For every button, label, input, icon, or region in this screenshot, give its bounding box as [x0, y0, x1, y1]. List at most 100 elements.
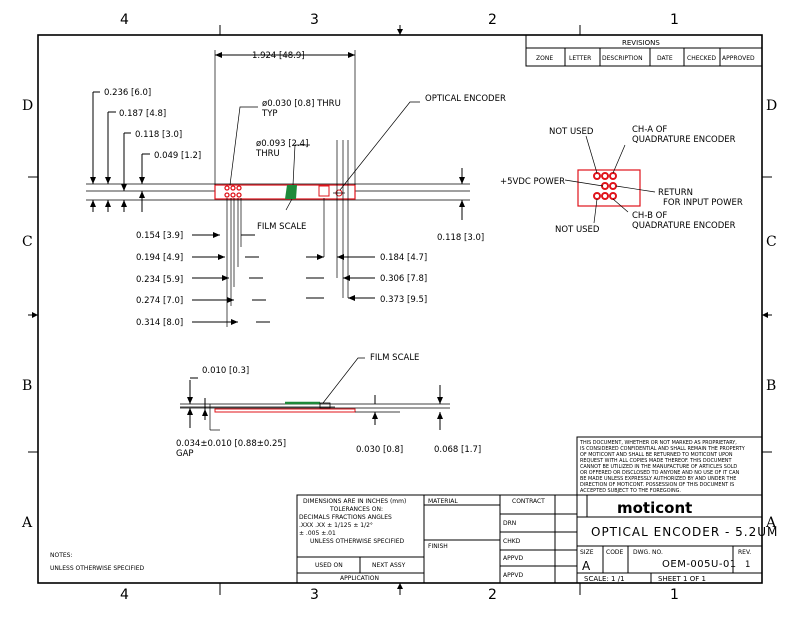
notes-unless: UNLESS OTHERWISE SPECIFIED [50, 565, 145, 572]
film-scale-strip [285, 185, 297, 199]
tolerance-line-4: .XXX .XX ± 1/125 ± 1/2° [299, 522, 373, 529]
dim-0068: 0.068 [1.7] [434, 445, 481, 455]
optical-encoder-label: OPTICAL ENCODER [425, 94, 506, 104]
scale-value: SCALE: 1 /1 [584, 575, 625, 583]
tolerance-line-1: DIMENSIONS ARE IN INCHES (mm) [303, 498, 406, 505]
rev-label: REV. [738, 549, 751, 556]
dim-0373: 0.373 [9.5] [380, 295, 427, 305]
moticont-logo: moticont [617, 499, 692, 517]
dim-0314: 0.314 [8.0] [136, 318, 183, 328]
notice-line: THIS DOCUMENT, WHETHER OR NOT MARKED AS … [579, 440, 737, 446]
sensor-square [318, 185, 330, 197]
dim-gap: 0.034±0.010 [0.88±0.25] [176, 439, 286, 449]
dim-0234: 0.234 [5.9] [136, 275, 183, 285]
size-label: SIZE [580, 549, 594, 556]
pin-return-label-2: FOR INPUT POWER [663, 198, 743, 208]
notice-line: REQUEST WITH ALL COPIES MADE THEREOF. TH… [580, 458, 731, 464]
encoder-side-view [180, 357, 450, 431]
rev-col-description: DESCRIPTION [602, 55, 643, 62]
used-on-label: USED ON [315, 562, 343, 569]
dim-0049: 0.049 [1.2] [154, 151, 201, 161]
dwg-no-value: OEM-005U-01 [662, 559, 737, 570]
notice-line: DIRECTION OF MOTICONT. POSSESSION OF THI… [580, 482, 734, 488]
dim-0274: 0.274 [7.0] [136, 296, 183, 306]
notice-line: IS CONSIDERED CONFIDENTIAL AND SHALL REM… [580, 446, 745, 452]
tolerance-line-3: DECIMALS FRACTIONS ANGLES [299, 514, 392, 521]
tolerance-line-2: TOLERANCES ON: [329, 506, 383, 513]
notice-line: OR OFFERED OR DISCLOSED TO ANYONE AND NO… [580, 470, 740, 476]
zone-bottom-4: 4 [120, 587, 129, 603]
chkd-label: CHKD [503, 538, 521, 545]
notice-line: CANNOT BE UTILIZED IN THE MANUFACTURE OF… [580, 464, 737, 470]
dim-0118-left: 0.118 [3.0] [135, 130, 182, 140]
pin-return-label: RETURN [658, 188, 693, 198]
size-value: A [582, 559, 591, 573]
connector-pinout [564, 135, 656, 224]
film-scale-label-top: FILM SCALE [257, 222, 306, 232]
dwg-no-label: DWG. NO. [633, 549, 663, 556]
notice-line: OF MOTICONT AND SHALL BE RETURNED TO MOT… [580, 452, 733, 458]
zone-top-1: 1 [670, 12, 679, 28]
zone-left-a: A [21, 515, 33, 531]
title-block-grid [296, 494, 763, 584]
dim-0118-right: 0.118 [3.0] [437, 233, 484, 243]
revisions-title: REVISIONS [622, 39, 660, 47]
hole-callout-1-typ: TYP [261, 109, 278, 119]
hole-callout-2-thru: THRU [255, 149, 280, 159]
application-label: APPLICATION [340, 575, 379, 582]
proprietary-notice: THIS DOCUMENT, WHETHER OR NOT MARKED AS … [579, 440, 745, 494]
zone-top-2: 2 [488, 12, 497, 28]
rev-col-approved: APPROVED [722, 55, 755, 62]
code-label: CODE [606, 549, 624, 556]
appvd-label-2: APPVD [503, 572, 523, 579]
drawing-title: OPTICAL ENCODER - 5.2UM [591, 525, 778, 539]
dim-0236: 0.236 [6.0] [104, 88, 151, 98]
dim-0030: 0.030 [0.8] [356, 445, 403, 455]
drn-label: DRN [503, 520, 516, 527]
zone-bottom-3: 3 [310, 587, 319, 603]
dim-0010: 0.010 [0.3] [202, 366, 249, 376]
zone-left-c: C [22, 234, 33, 250]
dim-gap-label: GAP [176, 449, 194, 459]
pin-not-used-top: NOT USED [549, 127, 594, 137]
notice-line: ACCEPTED SUBJECT TO THE FOREGOING. [580, 488, 681, 494]
encoder-body-outline [214, 184, 356, 200]
rev-value: 1 [745, 560, 750, 570]
material-label: MATERIAL [428, 498, 458, 505]
pin-chb-label: CH-B OF [632, 211, 667, 221]
notice-line: BE MADE UNLESS EXPRESSLY AUTHORIZED BY A… [580, 476, 736, 482]
zone-right-d: D [766, 98, 777, 114]
appvd-label-1: APPVD [503, 555, 523, 562]
notes-label: NOTES: [50, 552, 73, 559]
zone-bottom-1: 1 [670, 587, 679, 603]
rev-col-date: DATE [657, 55, 673, 62]
zone-bottom-2: 2 [488, 587, 497, 603]
zone-right-c: C [766, 234, 777, 250]
dim-overall-length: 1.924 [48.9] [252, 51, 305, 61]
dim-0194: 0.194 [4.9] [136, 253, 183, 263]
encoder-top-view [86, 50, 470, 327]
hole-callout-2: ø0.093 [2.4] [256, 139, 308, 149]
tolerance-line-5: ± .005 ±.01 [299, 530, 336, 537]
pin-not-used-bottom: NOT USED [555, 225, 600, 235]
connector-holes [224, 185, 242, 198]
contract-label: CONTRACT [512, 498, 545, 505]
sheet-value: SHEET 1 OF 1 [658, 575, 706, 583]
tolerance-line-6: UNLESS OTHERWISE SPECIFIED [310, 538, 405, 545]
dim-0306: 0.306 [7.8] [380, 274, 427, 284]
zone-right-a: A [765, 515, 777, 531]
zone-left-d: D [22, 98, 33, 114]
rev-col-checked: CHECKED [687, 55, 716, 62]
dim-0187: 0.187 [4.8] [119, 109, 166, 119]
zone-right-b: B [766, 378, 776, 394]
finish-label: FINISH [428, 543, 448, 550]
dim-0184: 0.184 [4.7] [380, 253, 427, 263]
revisions-table: REVISIONS ZONE LETTER DESCRIPTION DATE C… [525, 34, 763, 67]
zone-top-4: 4 [120, 12, 129, 28]
pin-cha-label: CH-A OF [632, 125, 667, 135]
dim-0154: 0.154 [3.9] [136, 231, 183, 241]
pin-cha-label-2: QUADRATURE ENCODER [632, 135, 736, 145]
zone-top-3: 3 [310, 12, 319, 28]
next-assy-label: NEXT ASSY [372, 562, 406, 569]
